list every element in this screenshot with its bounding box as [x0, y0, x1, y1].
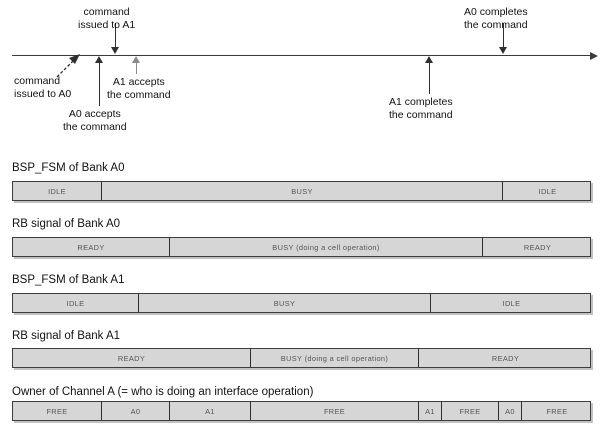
segment-bsp-fsm-bank-a1-1[interactable]: BUSY	[138, 294, 430, 312]
segment-bsp-fsm-bank-a0-2[interactable]: IDLE	[502, 182, 592, 200]
segment-rb-signal-bank-a0-1[interactable]: BUSY (doing a cell operation)	[169, 238, 482, 256]
row-label-rb-signal-bank-a0: RB signal of Bank A0	[12, 218, 121, 230]
segment-owner-of-channel-a-3[interactable]: FREE	[250, 402, 418, 420]
a0-completes-the-command-down-arrow-icon	[499, 47, 508, 54]
segment-rb-signal-bank-a0-2[interactable]: READY	[482, 238, 592, 256]
command-issued-to-a1-stem	[115, 23, 116, 49]
segment-owner-of-channel-a-6[interactable]: A0	[498, 402, 521, 420]
a1-accepts-the-command-label: A1 accepts the command	[107, 76, 171, 101]
segment-rb-signal-bank-a1-0[interactable]: READY	[117, 353, 146, 363]
timeline-arrow-icon	[590, 51, 598, 60]
command-issued-to-a1-down-arrow-icon	[111, 47, 120, 54]
command-issued-to-a0-diagonal-arrow-icon	[56, 54, 80, 78]
segment-owner-of-channel-a-0[interactable]: FREE	[46, 406, 68, 416]
a1-completes-the-command-up-arrow-icon	[425, 56, 434, 63]
a1-completes-the-command-label: A1 completes the command	[389, 96, 453, 121]
segment-bsp-fsm-bank-a0-0[interactable]: IDLE	[48, 186, 66, 196]
a0-accepts-the-command-label: A0 accepts the command	[63, 108, 127, 133]
timeline-axis	[12, 55, 590, 56]
segment-bsp-fsm-bank-a1-0[interactable]: IDLE	[66, 298, 85, 308]
a1-accepts-the-command-up-arrow-icon	[132, 56, 141, 63]
a0-completes-the-command-label: A0 completes the command	[464, 6, 528, 31]
segment-rb-signal-bank-a0-0[interactable]: READY	[77, 242, 105, 252]
segment-bsp-fsm-bank-a1-2[interactable]: IDLE	[430, 294, 592, 312]
segment-bsp-fsm-bank-a0-1[interactable]: BUSY	[101, 182, 502, 200]
a0-completes-the-command-stem	[503, 23, 504, 49]
a0-accepts-the-command-stem	[99, 62, 100, 106]
segment-owner-of-channel-a-5[interactable]: FREE	[441, 402, 498, 420]
command-issued-to-a1-label: command issued to A1	[78, 6, 136, 31]
segment-rb-signal-bank-a1-2[interactable]: READY	[418, 349, 592, 367]
segment-owner-of-channel-a-2[interactable]: A1	[169, 402, 250, 420]
a1-accepts-the-command-stem	[136, 62, 137, 74]
segment-owner-of-channel-a-7[interactable]: FREE	[521, 402, 592, 420]
segment-owner-of-channel-a-1[interactable]: A0	[101, 402, 169, 420]
a0-accepts-the-command-up-arrow-icon	[95, 56, 104, 63]
segment-owner-of-channel-a-4[interactable]: A1	[418, 402, 441, 420]
row-label-owner-of-channel-a: Owner of Channel A (= who is doing an in…	[12, 386, 314, 398]
row-label-bsp-fsm-bank-a0: BSP_FSM of Bank A0	[12, 162, 125, 174]
segment-rb-signal-bank-a1-1[interactable]: BUSY (doing a cell operation)	[250, 349, 418, 367]
row-label-bsp-fsm-bank-a1: BSP_FSM of Bank A1	[12, 274, 125, 286]
command-issued-to-a0-label: command issued to A0	[14, 75, 72, 100]
a1-completes-the-command-stem	[429, 62, 430, 94]
row-label-rb-signal-bank-a1: RB signal of Bank A1	[12, 330, 121, 342]
